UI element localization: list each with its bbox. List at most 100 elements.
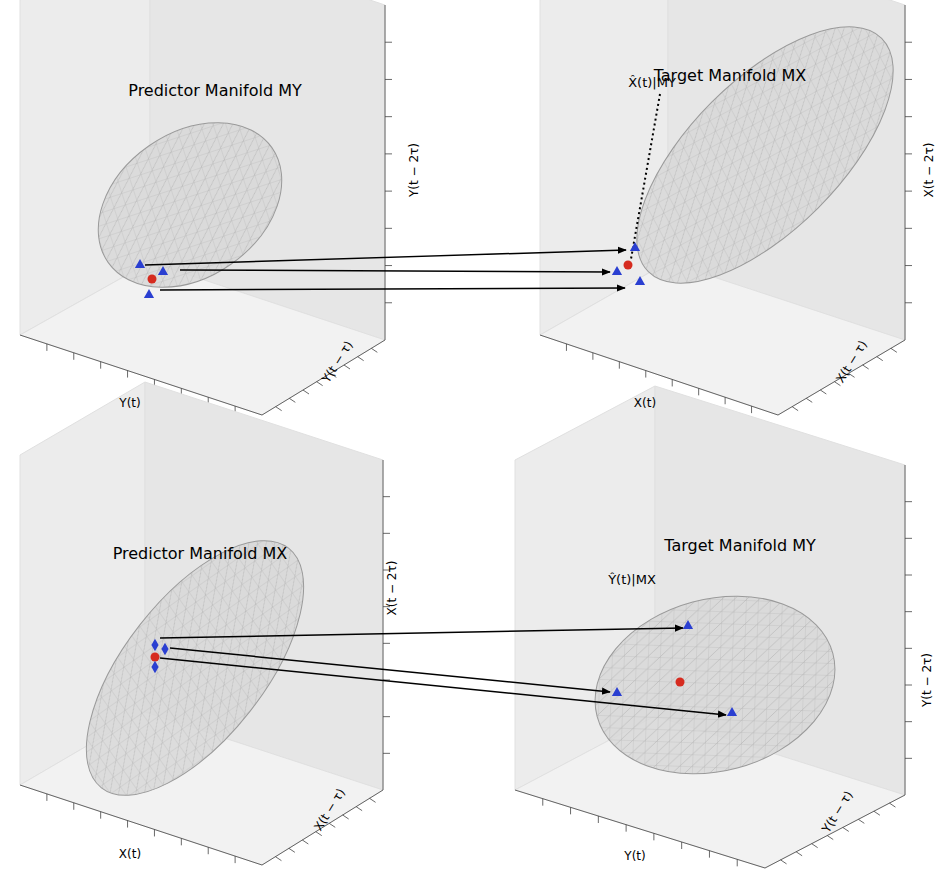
neighbor-point: [135, 259, 145, 268]
axis-label: Y(t): [119, 397, 140, 410]
axis-tick: [905, 538, 912, 539]
axis-tick: [709, 851, 710, 858]
axis-tick: [905, 79, 912, 80]
axis-tick: [598, 816, 599, 823]
axis-tick: [681, 842, 682, 849]
axis-label: X(t): [634, 397, 656, 410]
axis-line: [20, 785, 262, 865]
axis-label: X(t − 2τ): [923, 143, 936, 198]
manifold-surface: [575, 570, 855, 799]
axis-tick: [385, 228, 392, 229]
neighbor-point: [612, 687, 622, 696]
axis-tick: [737, 859, 738, 866]
axis-line: [905, 5, 906, 340]
axis-tick: [725, 397, 726, 404]
axis-tick: [100, 362, 101, 369]
axis-label: Y(t − 2τ): [921, 653, 934, 707]
axis-tick: [672, 379, 673, 386]
axis-tick: [329, 823, 335, 827]
axis-tick: [905, 721, 912, 722]
axis-tick: [383, 533, 390, 534]
axis-tick: [905, 153, 912, 154]
axis-tick: [566, 344, 567, 351]
axis-tick: [905, 611, 912, 612]
axis-tick: [570, 807, 571, 814]
axis-tick: [235, 856, 236, 863]
mapping-arrow: [145, 250, 626, 265]
axis-tick: [874, 811, 880, 815]
axis-tick: [385, 302, 392, 303]
axis-tick: [863, 365, 869, 369]
axis-tick: [812, 844, 818, 848]
axes-panel: [515, 386, 912, 868]
axis-tick: [385, 191, 392, 192]
axis-tick: [905, 575, 912, 576]
neighbor-point: [727, 707, 737, 716]
neighbor-point: [612, 266, 622, 275]
axis-tick: [383, 496, 390, 497]
panel-title: Predictor Manifold MX: [113, 544, 288, 563]
axis-tick: [46, 794, 47, 801]
axis-tick: [877, 357, 883, 361]
axis-tick: [751, 406, 752, 413]
target-point: [148, 275, 157, 284]
axis-tick: [385, 42, 392, 43]
neighbor-point: [151, 639, 158, 651]
axis-tick: [781, 860, 787, 864]
axes-panel: [20, 0, 392, 415]
panel-title: Target Manifold MY: [664, 536, 815, 555]
mapping-arrow: [170, 648, 610, 692]
axis-tick: [619, 362, 620, 369]
axis-tick: [73, 353, 74, 360]
axis-tick: [385, 79, 392, 80]
axis-tick: [905, 302, 912, 303]
axis-label: X(t): [119, 848, 141, 861]
axis-tick: [905, 265, 912, 266]
mapping-arrow: [160, 628, 683, 638]
manifold-surface: [46, 505, 343, 831]
axis-tick: [46, 344, 47, 351]
axis-tick: [127, 821, 128, 828]
axis-tick: [385, 265, 392, 266]
axis-tick: [645, 371, 646, 378]
axis-tick: [858, 819, 864, 823]
axis-tick: [127, 371, 128, 378]
axis-tick: [905, 228, 912, 229]
axis-tick: [275, 857, 281, 861]
axis-tick: [905, 191, 912, 192]
axis-tick: [344, 365, 350, 369]
target-point: [676, 678, 685, 687]
neighbor-point: [635, 276, 645, 285]
mapping-arrow: [180, 270, 610, 272]
mapping-arrow: [160, 288, 625, 290]
floor-pane: [540, 262, 905, 415]
axis-tick: [181, 838, 182, 845]
axis-tick: [385, 116, 392, 117]
axis-tick: [73, 803, 74, 810]
axis-tick: [276, 407, 282, 411]
plot-panel: Target Manifold MX: [525, 0, 940, 430]
axis-label: X(t − 2τ): [386, 561, 399, 616]
plot-panel: Predictor Manifold MX: [10, 470, 410, 870]
axis-tick: [905, 758, 912, 759]
axis-tick: [698, 388, 699, 395]
neighbor-point: [683, 620, 693, 629]
axis-tick: [385, 153, 392, 154]
axis-label: Y(t − 2τ): [408, 143, 421, 197]
axis-tick: [796, 852, 802, 856]
axis-tick: [653, 833, 654, 840]
axis-tick: [843, 827, 849, 831]
estimate-label: Ŷ(t)|MX: [608, 573, 656, 587]
manifold-surface: [595, 0, 934, 325]
axis-tick: [891, 348, 897, 352]
axis-tick: [592, 353, 593, 360]
axis-tick: [889, 803, 895, 807]
axis-tick: [358, 357, 364, 361]
axis-tick: [100, 812, 101, 819]
target-point: [624, 261, 633, 270]
axis-tick: [542, 799, 543, 806]
axis-tick: [626, 825, 627, 832]
axis-tick: [371, 348, 377, 352]
